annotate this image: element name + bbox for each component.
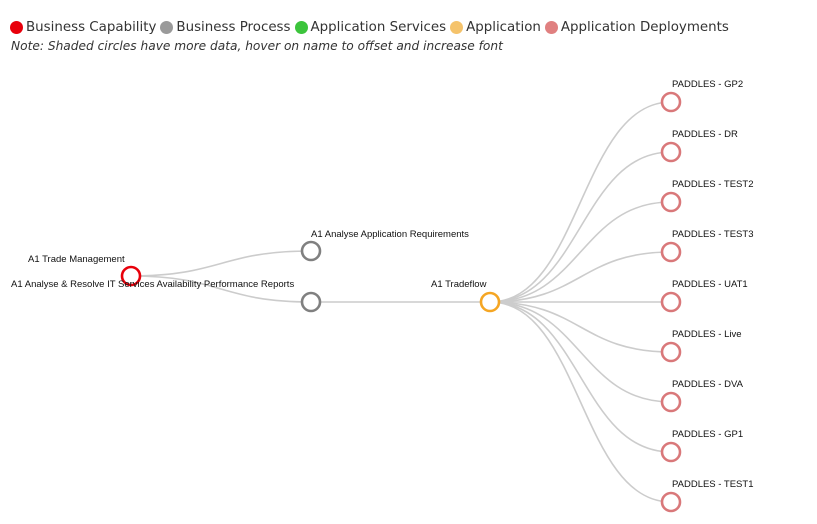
capability-node-circle[interactable] — [120, 265, 142, 287]
deployment-node-circle[interactable] — [660, 491, 682, 513]
legend: Business Capability Business Process App… — [10, 18, 733, 36]
link-capability-to-process — [130, 275, 312, 303]
legend-dot-application-services — [294, 20, 308, 34]
legend-label: Application Services — [310, 19, 447, 35]
deployment-node-label[interactable]: PADDLES - Live — [672, 329, 742, 340]
deployment-node[interactable]: PADDLES - DVA — [660, 379, 744, 413]
link-application-to-deployment — [489, 151, 672, 303]
deployment-node[interactable]: PADDLES - UAT1 — [660, 279, 748, 313]
legend-dot-application-deployments — [544, 20, 558, 34]
deployment-node-circle[interactable] — [660, 391, 682, 413]
tree-nodes: A1 Trade Management A1 Analyse Applicatio… — [11, 79, 753, 513]
legend-dot-business-capability — [10, 20, 23, 34]
process-node[interactable]: A1 Analyse & Resolve IT Services Availab… — [11, 279, 322, 313]
link-application-to-deployment — [489, 301, 672, 403]
link-application-to-deployment — [489, 251, 672, 303]
deployment-node-circle[interactable] — [660, 341, 682, 363]
deployment-node-label[interactable]: PADDLES - UAT1 — [672, 279, 748, 290]
legend-dot-application — [450, 20, 464, 34]
legend-item-application-services: Application Services — [294, 19, 447, 35]
link-application-to-deployment — [489, 301, 672, 353]
process-node-label[interactable]: A1 Analyse Application Requirements — [311, 229, 469, 240]
deployment-node-circle[interactable] — [660, 141, 682, 163]
legend-label: Application Deployments — [560, 19, 729, 35]
capability-node[interactable]: A1 Trade Management — [28, 254, 142, 287]
legend-label: Business Capability — [26, 19, 157, 35]
deployment-node[interactable]: PADDLES - TEST3 — [660, 229, 753, 263]
link-application-to-deployment — [489, 201, 672, 303]
link-application-to-deployment — [489, 301, 672, 503]
deployment-node-label[interactable]: PADDLES - DR — [672, 129, 738, 140]
legend-dot-business-process — [160, 20, 174, 34]
application-node[interactable]: A1 Tradeflow — [431, 279, 501, 313]
process-node-circle[interactable] — [300, 291, 322, 313]
note-text: Note: Shaded circles have more data, hov… — [11, 39, 503, 53]
deployment-node[interactable]: PADDLES - GP1 — [660, 429, 743, 463]
link-application-to-deployment — [489, 101, 672, 303]
deployment-node-label[interactable]: PADDLES - GP2 — [672, 79, 743, 90]
legend-item-application-deployments: Application Deployments — [544, 19, 729, 35]
deployment-node[interactable]: PADDLES - GP2 — [660, 79, 743, 113]
process-node[interactable]: A1 Analyse Application Requirements — [300, 229, 469, 262]
deployment-node[interactable]: PADDLES - Live — [660, 329, 742, 363]
application-node-label[interactable]: A1 Tradeflow — [431, 279, 487, 290]
deployment-node-circle[interactable] — [660, 291, 682, 313]
process-node-label[interactable]: A1 Analyse & Resolve IT Services Availab… — [11, 279, 294, 290]
deployment-node-label[interactable]: PADDLES - DVA — [672, 379, 744, 390]
deployment-node[interactable]: PADDLES - TEST2 — [660, 179, 753, 213]
deployment-node[interactable]: PADDLES - TEST1 — [660, 479, 753, 513]
deployment-node-label[interactable]: PADDLES - TEST2 — [672, 179, 753, 190]
deployment-node-circle[interactable] — [660, 91, 682, 113]
deployment-node-label[interactable]: PADDLES - TEST1 — [672, 479, 753, 490]
process-node-circle[interactable] — [300, 240, 322, 262]
deployment-node-circle[interactable] — [660, 441, 682, 463]
application-node-circle[interactable] — [479, 291, 501, 313]
deployment-node[interactable]: PADDLES - DR — [660, 129, 738, 163]
tree-links — [130, 101, 672, 503]
legend-item-application: Application — [450, 20, 541, 35]
deployment-node-label[interactable]: PADDLES - GP1 — [672, 429, 743, 440]
legend-label: Business Process — [176, 19, 291, 35]
deployment-node-circle[interactable] — [660, 191, 682, 213]
deployment-node-label[interactable]: PADDLES - TEST3 — [672, 229, 753, 240]
legend-item-business-process: Business Process — [160, 19, 291, 35]
link-application-to-deployment — [489, 301, 672, 453]
legend-item-business-capability: Business Capability — [10, 20, 156, 35]
link-capability-to-process — [130, 250, 312, 277]
deployment-node-circle[interactable] — [660, 241, 682, 263]
legend-label: Application — [466, 19, 541, 35]
capability-node-label[interactable]: A1 Trade Management — [28, 254, 125, 265]
